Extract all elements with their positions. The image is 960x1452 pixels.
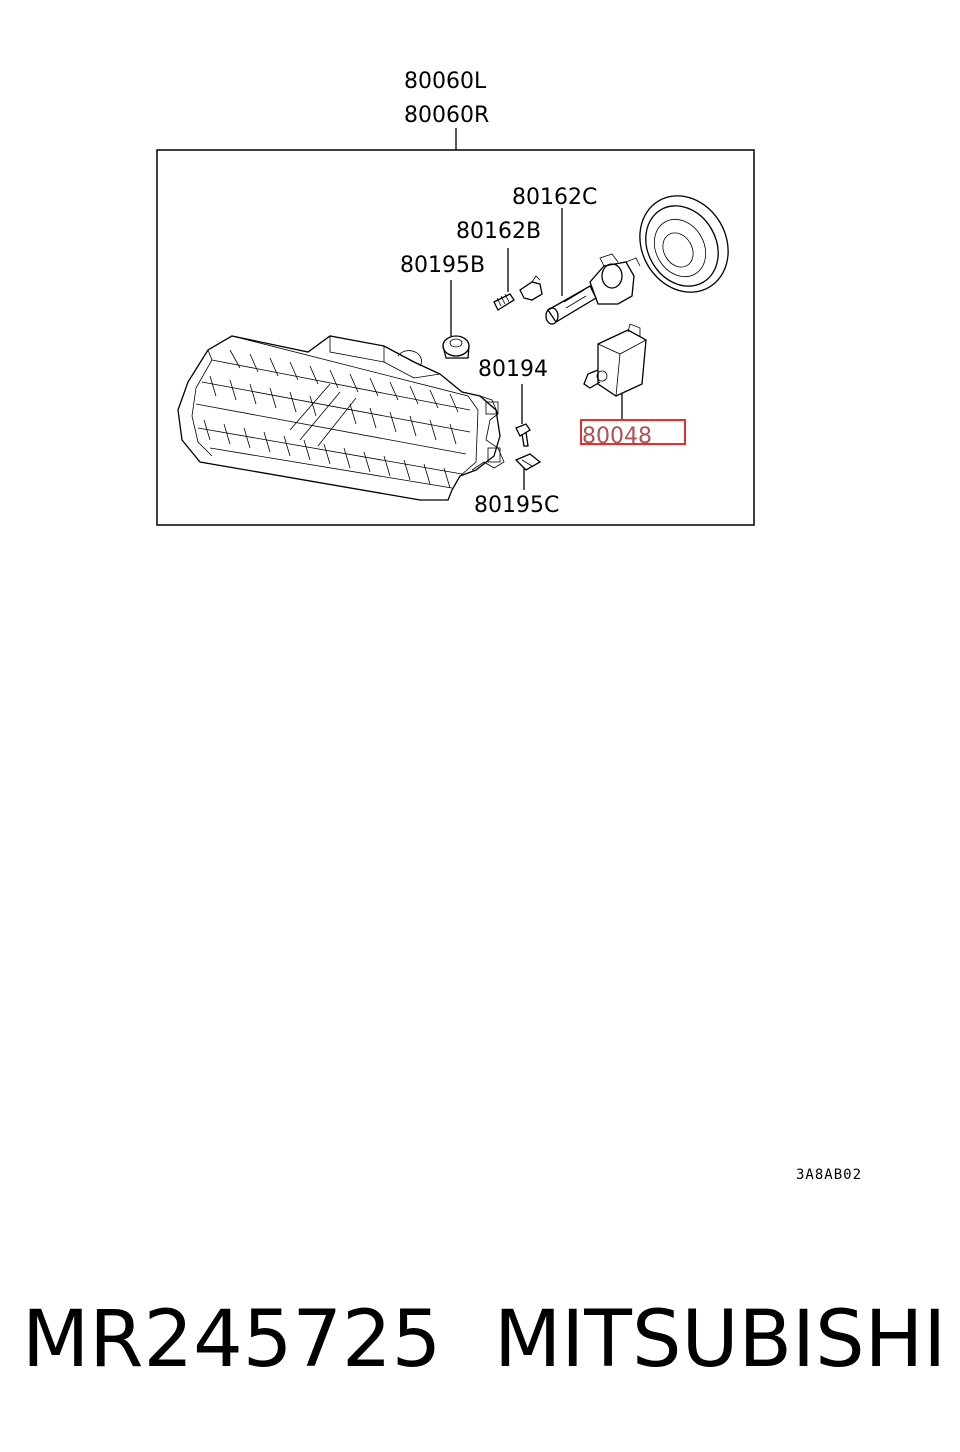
brand-name: MITSUBISHI: [494, 1295, 947, 1385]
callout-80048: 80048: [582, 424, 652, 449]
reflector-ring-drawing: [639, 195, 729, 293]
diagram-frame: [156, 149, 755, 526]
screw-drawing: [515, 423, 531, 447]
assembly-label-right: 80060R: [404, 103, 489, 128]
highlight-box-80048: [580, 419, 686, 445]
grommet-drawing: [442, 335, 470, 359]
callout-80162B: 80162B: [456, 219, 541, 244]
parts-diagram: 80060L 80060R 80195B 80: [156, 69, 862, 1183]
clip-drawing: [514, 453, 542, 471]
caption-bar: MR245725 MITSUBISHI: [0, 1290, 960, 1390]
figure-code: 3A8AB02: [796, 1167, 862, 1183]
callout-80194: 80194: [478, 357, 548, 382]
part-number: MR245725: [22, 1295, 442, 1385]
socket-drawing: [583, 323, 647, 397]
halogen-bulb-drawing: [545, 253, 641, 325]
callout-80162C: 80162C: [512, 185, 597, 210]
small-bulb-drawing: [493, 275, 543, 311]
callout-80195C: 80195C: [474, 493, 559, 518]
headlamp-drawing: [177, 335, 505, 501]
assembly-label-left: 80060L: [404, 69, 487, 94]
callout-80195B: 80195B: [400, 253, 485, 278]
